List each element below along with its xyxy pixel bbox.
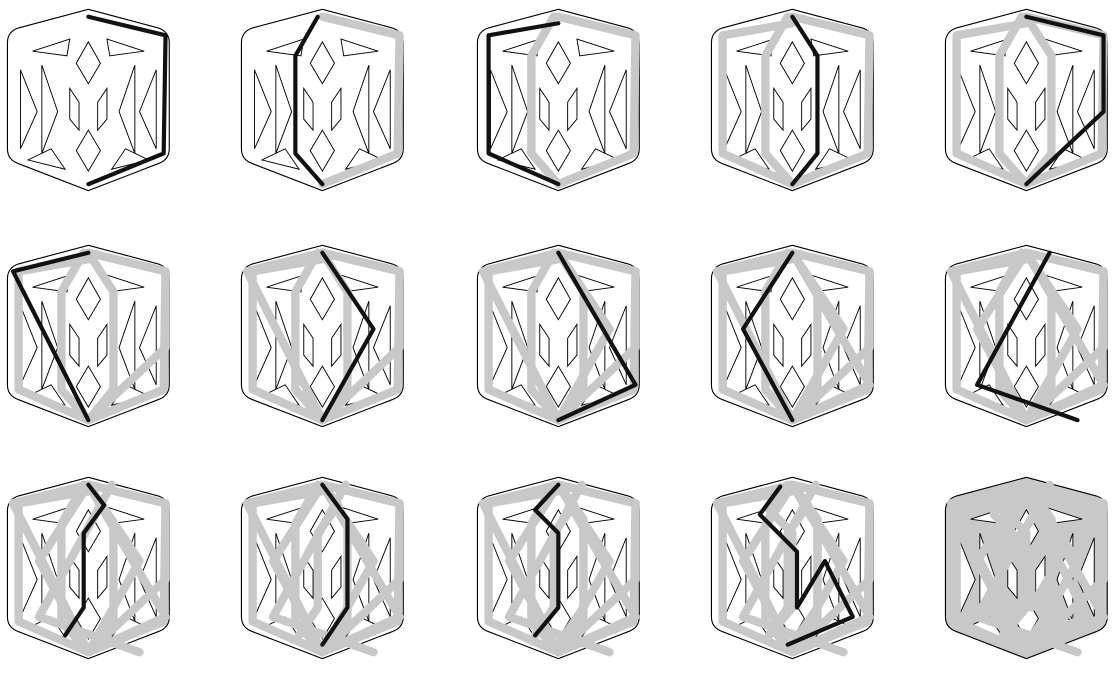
frame-panel (7, 245, 169, 426)
frame-panel (945, 245, 1107, 426)
frame-panel (241, 9, 403, 190)
frame-panel (241, 245, 403, 426)
frame-panel (477, 9, 639, 190)
frame-panel (945, 9, 1107, 190)
frame-panel (241, 477, 403, 658)
frame-panel (7, 477, 169, 658)
frame-panel (711, 245, 873, 426)
frame-panel (477, 245, 639, 426)
frame-panel (945, 477, 1107, 658)
frame-panel (711, 477, 873, 658)
frame-panel (477, 477, 639, 658)
frame-panel (7, 9, 169, 190)
frame-panel (711, 9, 873, 190)
